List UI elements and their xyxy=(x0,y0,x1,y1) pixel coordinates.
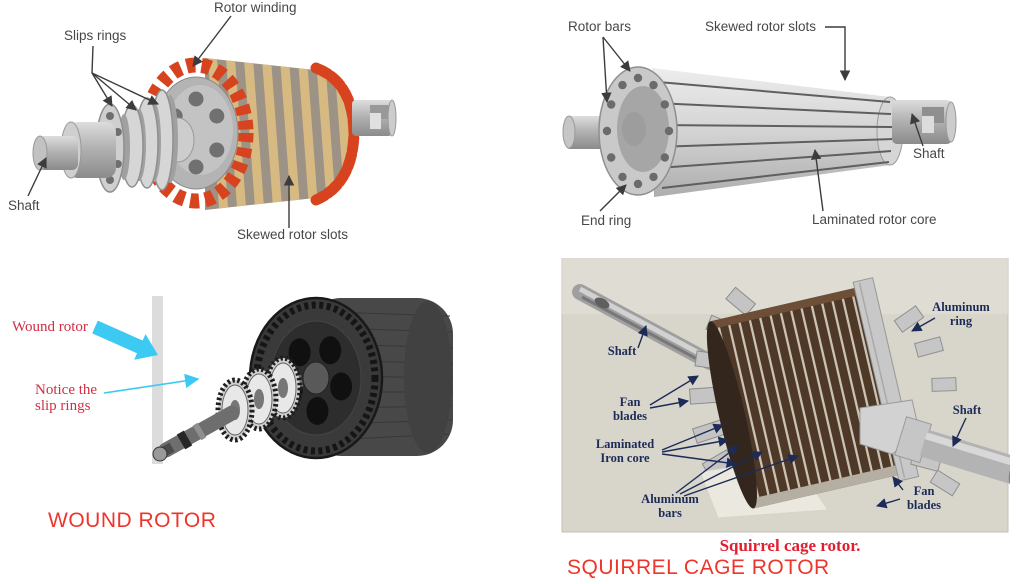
wound-rotor-illustration xyxy=(27,15,397,228)
annotation-notice-slip-rings: Notice the slip rings xyxy=(35,382,98,414)
cage-rotor-illustration xyxy=(562,26,957,212)
label-skewed-rotor-slots-cage: Skewed rotor slots xyxy=(705,19,817,34)
label-rotor-bars: Rotor bars xyxy=(568,19,632,34)
label-skewed-rotor-slots-wound: Skewed rotor slots xyxy=(237,227,349,242)
label-end-ring: End ring xyxy=(581,213,632,228)
annotation-wound-rotor: Wound rotor xyxy=(12,319,88,335)
slip-rings-pointer-arrow xyxy=(103,373,200,394)
wound-shaft-right xyxy=(352,99,397,137)
wound-diagram-arrows xyxy=(27,15,295,228)
wound-shaft-left xyxy=(32,121,116,179)
cage-shaft-right xyxy=(892,100,957,144)
label-shaft-right: Shaft xyxy=(952,403,982,417)
label-laminated-rotor-core: Laminated rotor core xyxy=(812,212,937,227)
label-aluminum-ring: Aluminum ring xyxy=(932,300,990,328)
cage-photo-shaft-right xyxy=(894,416,1010,485)
label-aluminum-bars: Aluminum bars xyxy=(641,492,699,520)
cage-photo-arrows xyxy=(637,317,967,509)
cage-rotor-photo xyxy=(561,258,1010,533)
label-shaft-wound: Shaft xyxy=(8,198,40,213)
label-fan-blades-right: Fan blades xyxy=(906,484,942,512)
caption-wound-rotor: WOUND ROTOR xyxy=(48,509,217,532)
wound-rotor-photo xyxy=(92,296,454,464)
wound-photo-slip-rings xyxy=(215,355,304,443)
page-edge-band xyxy=(152,296,163,464)
cage-end-ring xyxy=(598,66,678,196)
label-fan-blades-left: Fan blades xyxy=(612,395,648,423)
cage-body xyxy=(652,68,904,197)
wound-rotor-block-arrow xyxy=(92,320,158,360)
cage-diagram-arrows xyxy=(599,26,924,212)
label-shaft-left: Shaft xyxy=(607,344,637,358)
wound-photo-shaft xyxy=(152,405,240,462)
label-shaft-cage: Shaft xyxy=(913,146,945,161)
label-laminated-iron-core: Laminated Iron core xyxy=(595,437,655,465)
label-slips-rings: Slips rings xyxy=(64,28,127,43)
caption-squirrel-cage: SQUIRREL CAGE ROTOR xyxy=(567,556,830,579)
label-rotor-winding: Rotor winding xyxy=(214,0,297,15)
caption-squirrel-cage-photo: Squirrel cage rotor. xyxy=(719,536,861,555)
